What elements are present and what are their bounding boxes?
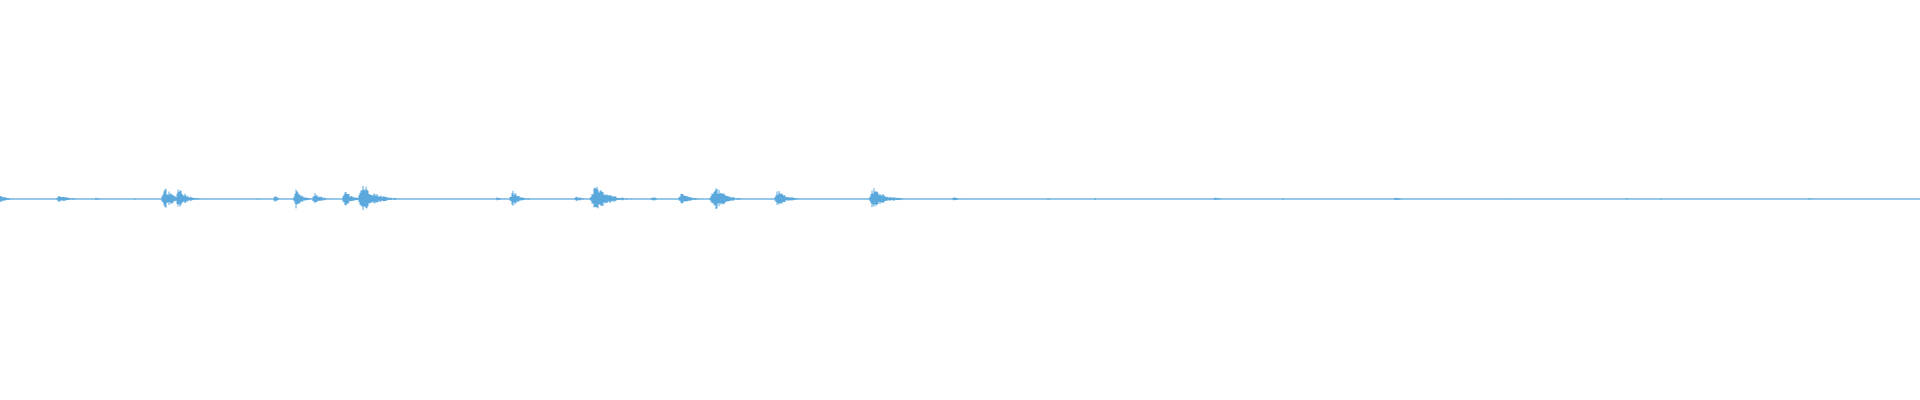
waveform-signal: [0, 185, 1920, 211]
